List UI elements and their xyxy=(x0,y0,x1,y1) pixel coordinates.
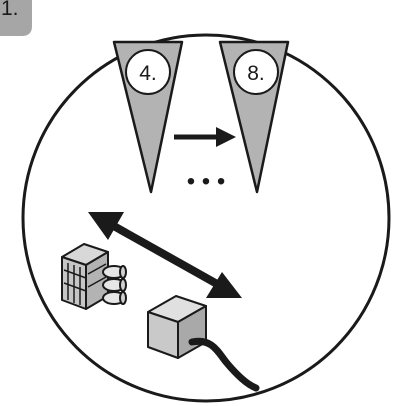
wedge-marker-8: 8. xyxy=(218,40,290,194)
marker-8-label: 8. xyxy=(247,62,265,85)
arrow-right-icon xyxy=(174,127,236,147)
step-number: 1. xyxy=(1,0,19,20)
marker-4-circle xyxy=(125,49,171,95)
detail-circle xyxy=(21,33,391,403)
terminal-block-icon xyxy=(61,243,127,310)
junction-box-icon xyxy=(147,295,207,359)
marker-4-label: 4. xyxy=(139,62,157,85)
double-arrow-icon xyxy=(88,212,242,298)
step-badge: 1. xyxy=(0,0,32,36)
wedge-marker-4: 4. xyxy=(112,40,184,194)
marker-8-circle xyxy=(233,49,279,95)
cable-icon xyxy=(188,337,260,392)
ellipsis: • • • xyxy=(187,168,226,195)
step-badge-icon xyxy=(0,0,32,36)
